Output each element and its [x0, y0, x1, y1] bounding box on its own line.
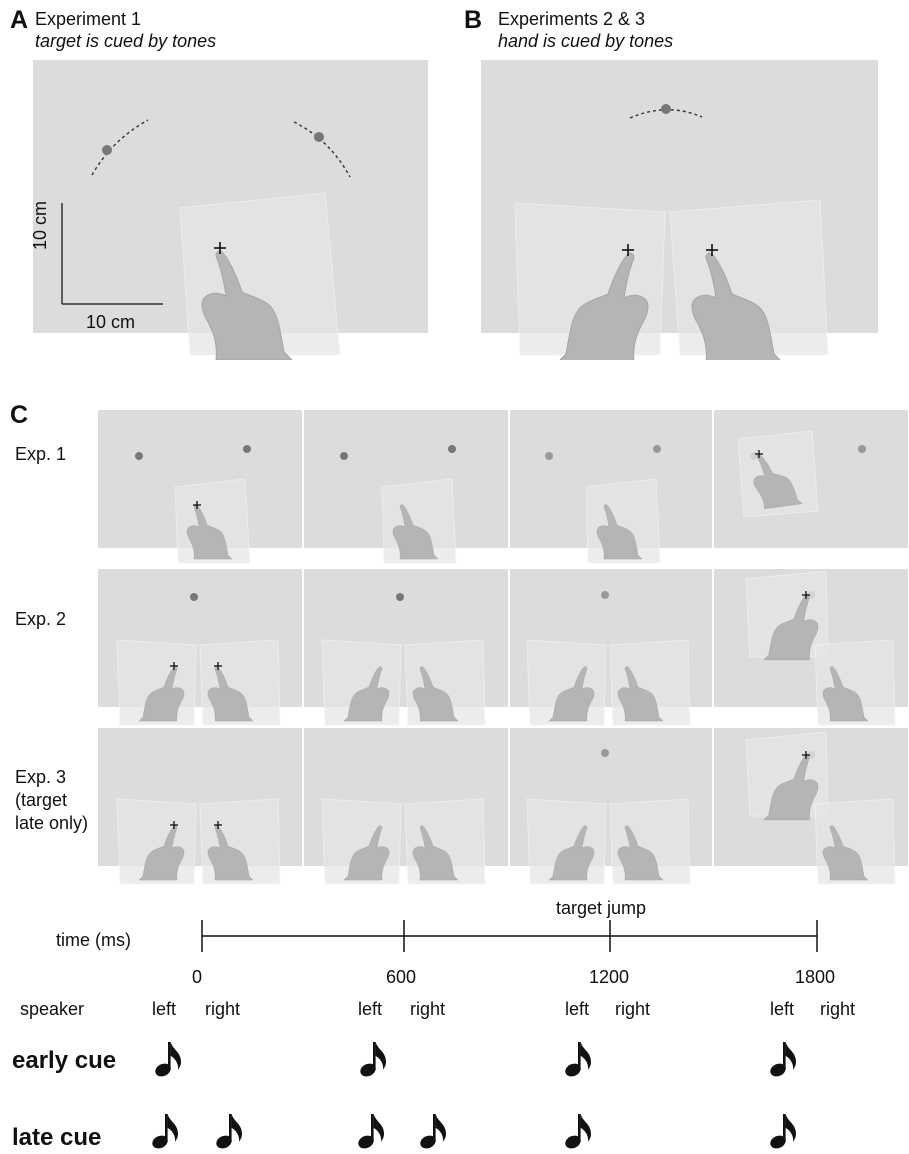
scale-x-label: 10 cm — [86, 312, 136, 332]
early-note-0-left — [153, 1042, 181, 1079]
tick-label-600: 600 — [386, 967, 417, 987]
panel-a-title: Experiment 1 — [35, 9, 142, 29]
fingertip-cross-icon — [214, 242, 226, 254]
panel-b-title: Experiments 2 & 3 — [498, 9, 646, 29]
late-note-0-right — [214, 1114, 242, 1151]
panel-a-drawing — [61, 119, 351, 360]
early-note-1800-left — [768, 1042, 796, 1079]
speaker-right-600: right — [410, 999, 446, 1019]
exp1-frame-0 — [135, 445, 251, 564]
right-target-arc — [293, 121, 351, 178]
row-label-exp3: Exp. 3 (target late only) — [15, 767, 89, 833]
exp2-frame-0 — [116, 593, 281, 726]
speaker-right-0: right — [205, 999, 241, 1019]
exp1-frame-1800 — [737, 430, 866, 518]
late-note-1800-left — [768, 1114, 796, 1151]
late-note-600-left — [356, 1114, 384, 1151]
panel-c-letter: C — [10, 401, 29, 429]
early-note-600-left — [358, 1042, 386, 1079]
exp1-frame-1200 — [545, 445, 661, 564]
speaker-left-1800: left — [770, 999, 795, 1019]
tick-label-1800: 1800 — [795, 967, 836, 987]
time-axis-label: time (ms) — [56, 930, 131, 950]
panel-a-letter: A — [10, 6, 29, 34]
exp2-frame-1800 — [745, 570, 896, 726]
speaker-right-1800: right — [820, 999, 856, 1019]
exp1-frame-600 — [340, 445, 457, 564]
panel-a-subtitle: target is cued by tones — [35, 31, 217, 51]
exp3-frame-600 — [321, 798, 486, 885]
exp3-frame-0 — [116, 798, 281, 885]
row-label-exp1: Exp. 1 — [15, 444, 67, 464]
left-fingertip-cross-icon — [622, 244, 634, 256]
speaker-right-1200: right — [615, 999, 651, 1019]
late-cue-label: late cue — [12, 1124, 102, 1151]
target-dot — [661, 104, 671, 114]
left-target-dot — [102, 145, 112, 155]
target-jump-label: target jump — [556, 898, 647, 918]
exp2-frame-1200 — [526, 591, 691, 726]
exp3-frame-1800 — [745, 731, 896, 885]
panel-b-letter: B — [464, 6, 483, 34]
exp3-frame-1200 — [526, 749, 691, 885]
panel-b-drawing — [514, 104, 829, 360]
speaker-left-600: left — [358, 999, 383, 1019]
tick-label-1200: 1200 — [589, 967, 630, 987]
row-label-exp2: Exp. 2 — [15, 609, 67, 629]
late-note-600-right — [418, 1114, 446, 1151]
exp2-frame-600 — [321, 593, 486, 726]
speaker-label: speaker — [20, 999, 85, 1019]
speaker-left-0: left — [152, 999, 177, 1019]
early-cue-label: early cue — [12, 1047, 117, 1074]
timeline-axis — [201, 920, 818, 952]
late-note-0-left — [150, 1114, 178, 1151]
right-fingertip-cross-icon — [706, 244, 718, 256]
late-note-1200-left — [563, 1114, 591, 1151]
right-target-dot — [314, 132, 324, 142]
left-target-arc — [91, 119, 149, 176]
cue-notes — [150, 1042, 796, 1151]
early-note-1200-left — [563, 1042, 591, 1079]
speaker-left-1200: left — [565, 999, 590, 1019]
panel-c-grid — [98, 405, 908, 885]
tick-label-0: 0 — [192, 967, 203, 987]
panel-b-subtitle: hand is cued by tones — [498, 31, 674, 51]
